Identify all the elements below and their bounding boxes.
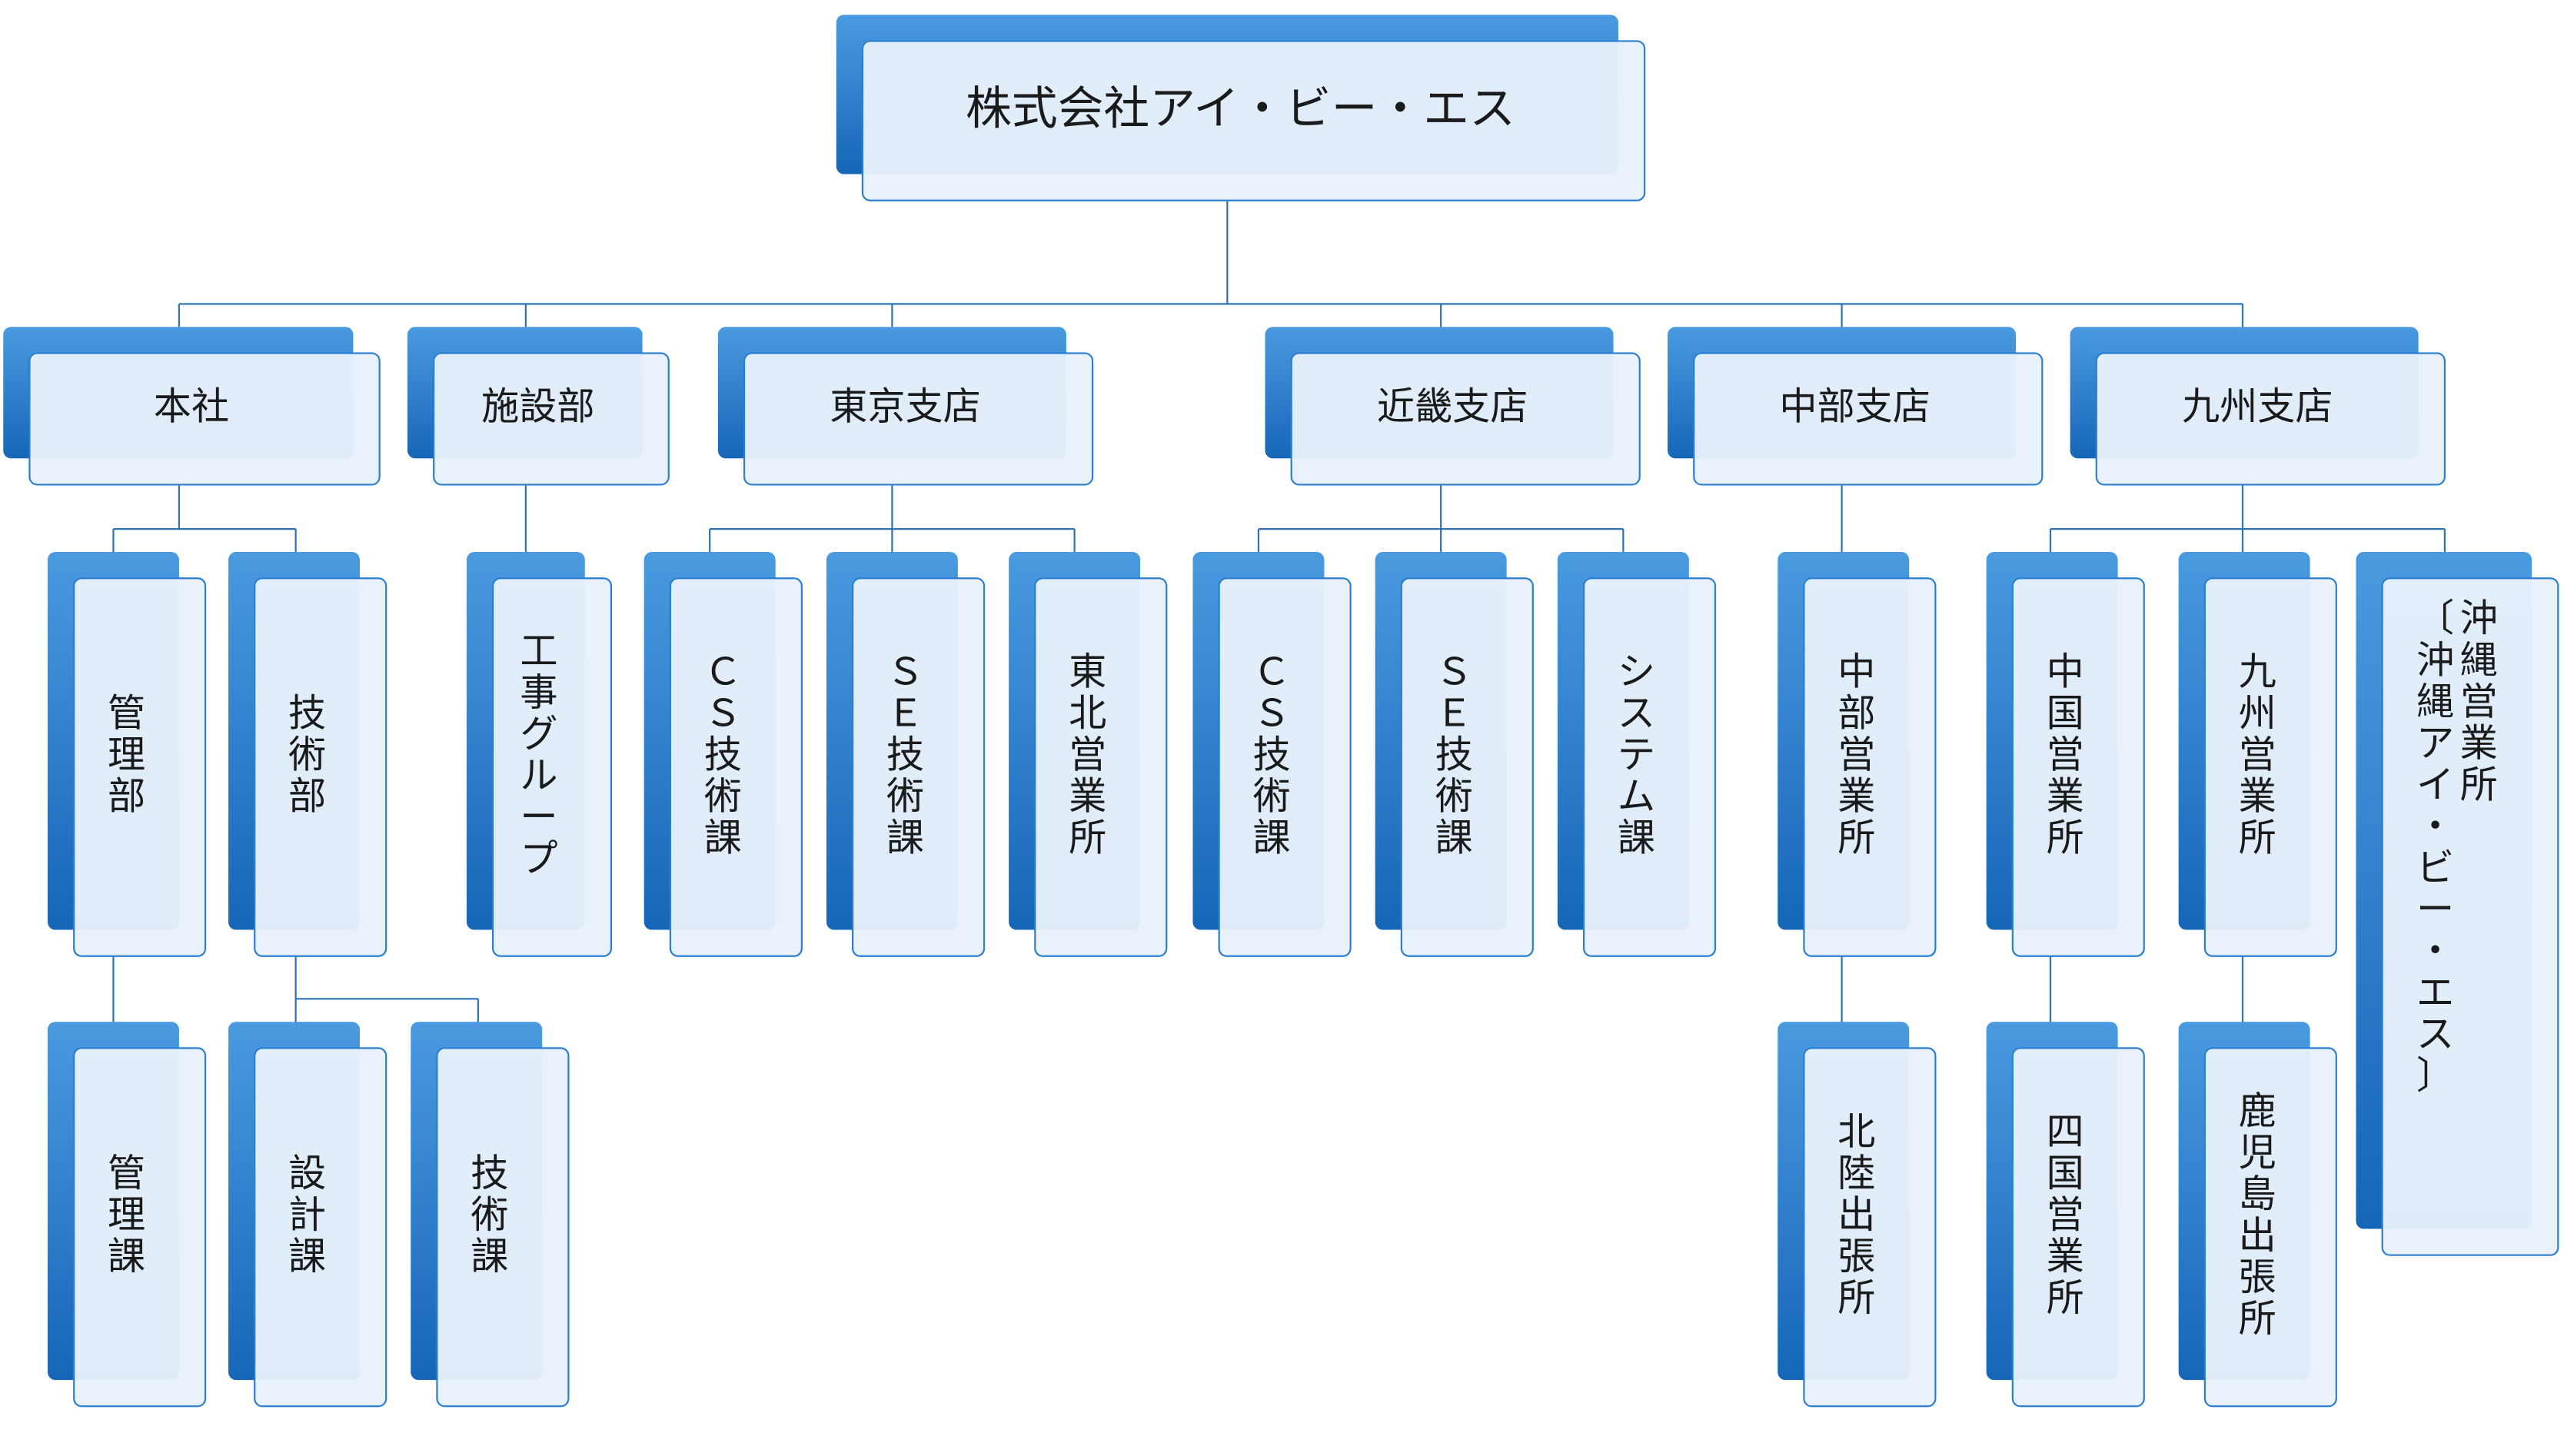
box-face (2203, 1047, 2337, 1408)
box-label: 中部営業所 (1837, 649, 1875, 859)
org-box-tohoku: 東北営業所 (1009, 552, 1168, 957)
box-face (1803, 1047, 1937, 1408)
org-box-chugoku: 中国営業所 (1986, 552, 2145, 957)
box-label: 近畿支店 (1377, 384, 1528, 429)
box-face (73, 577, 207, 957)
box-label: 九州支店 (2182, 384, 2333, 429)
box-face (743, 352, 1094, 486)
box-label: 東北営業所 (1069, 649, 1106, 859)
box-face (254, 577, 387, 957)
org-box-chubu: 中部支店 (1668, 327, 2044, 486)
box-label: 九州営業所 (2239, 649, 2276, 859)
box-label: 中国営業所 (2047, 649, 2084, 859)
org-box-shikoku: 四国営業所 (1986, 1022, 2145, 1408)
org-box-hokuriku: 北陸出張所 (1778, 1022, 1937, 1408)
org-box-kinki-cs: ＣＳ技術課 (1192, 552, 1352, 957)
box-face (1290, 352, 1641, 486)
box-sublabel: 〔沖縄アイ・ビー・エス〕 (2416, 596, 2454, 1098)
box-label: 中部支店 (1779, 384, 1930, 429)
box-label: 四国営業所 (2047, 1109, 2084, 1320)
org-box-honsha: 本社 (3, 327, 381, 486)
box-face (1693, 352, 2044, 486)
org-box-kanri-ka: 管理課 (47, 1022, 207, 1408)
box-label: 工事グループ (520, 628, 557, 880)
box-face (73, 1047, 207, 1408)
box-label: 北陸出張所 (1837, 1109, 1875, 1320)
box-face (1034, 577, 1168, 957)
box-face (852, 577, 986, 957)
org-box-tokyo-se: ＳＥ技術課 (826, 552, 986, 957)
box-face (2011, 1047, 2145, 1408)
box-label: 設計課 (288, 1151, 326, 1278)
box-label: 管理課 (108, 1151, 145, 1278)
box-face (254, 1047, 387, 1408)
box-face (861, 40, 1646, 201)
org-box-gijutsu-ka: 技術課 (411, 1022, 570, 1408)
org-box-chubu-eigyo: 中部営業所 (1778, 552, 1937, 957)
box-label: 管理部 (108, 691, 145, 819)
box-face (2203, 577, 2337, 957)
org-box-okinawa: 沖縄営業所〔沖縄アイ・ビー・エス〕 (2356, 552, 2559, 1256)
box-face (1400, 577, 1534, 957)
org-box-kinki-se: ＳＥ技術課 (1375, 552, 1534, 957)
org-box-kinki: 近畿支店 (1265, 327, 1641, 486)
box-label: システム課 (1618, 649, 1655, 859)
org-box-root: 株式会社アイ・ビー・エス (836, 15, 1646, 201)
org-box-gijutsu-bu: 技術部 (228, 552, 387, 957)
box-label: ＳＥ技術課 (886, 649, 924, 859)
org-box-shisetsu: 施設部 (407, 327, 670, 486)
box-label: 施設部 (481, 384, 594, 429)
box-face (491, 577, 613, 957)
box-label: 本社 (154, 384, 229, 429)
box-label: 技術部 (288, 691, 326, 819)
box-face (433, 352, 670, 486)
box-face (669, 577, 803, 957)
box-label: 鹿児島出張所 (2239, 1089, 2276, 1341)
box-label: 技術課 (471, 1151, 508, 1278)
box-label: ＣＳ技術課 (704, 649, 742, 859)
org-box-tokyo-cs: ＣＳ技術課 (643, 552, 803, 957)
box-face (28, 352, 381, 486)
org-box-system: システム課 (1557, 552, 1717, 957)
org-box-koji-group: 工事グループ (466, 552, 613, 957)
box-face (2011, 577, 2145, 957)
box-face (2381, 577, 2559, 1256)
box-face (1218, 577, 1352, 957)
box-label: ＳＥ技術課 (1435, 649, 1473, 859)
box-face (436, 1047, 570, 1408)
org-box-kanri-bu: 管理部 (47, 552, 207, 957)
box-label: 沖縄営業所 (2460, 596, 2498, 806)
box-label: 株式会社アイ・ビー・エス (966, 82, 1515, 136)
org-box-kyushu-eigyo: 九州営業所 (2178, 552, 2337, 957)
org-box-kyushu: 九州支店 (2070, 327, 2446, 486)
box-label: 東京支店 (830, 384, 981, 429)
box-face (1803, 577, 1937, 957)
box-face (1582, 577, 1717, 957)
box-face (2095, 352, 2446, 486)
org-box-tokyo: 東京支店 (717, 327, 1094, 486)
box-label: ＣＳ技術課 (1252, 649, 1290, 859)
org-box-kagoshima: 鹿児島出張所 (2178, 1022, 2337, 1408)
org-box-sekkei-ka: 設計課 (228, 1022, 387, 1408)
